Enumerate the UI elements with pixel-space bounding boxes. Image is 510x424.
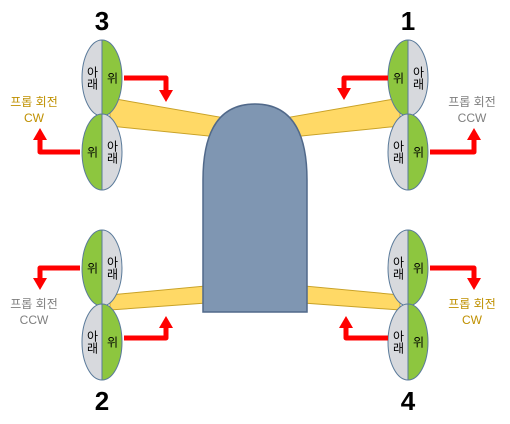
prop-label-right: 아래 [105, 256, 119, 280]
propeller-4-lower: 아래 위 [387, 303, 429, 381]
arrow-2-upper-head-icon [33, 278, 47, 290]
rotor-number-3: 3 [95, 6, 109, 36]
rotation-label-3: 프롭 회전 [10, 95, 58, 109]
arrow-4-upper-head-icon [467, 278, 481, 290]
arrow-1-lower-head-icon [467, 128, 481, 140]
arrow-4-lower-head-icon [339, 316, 353, 328]
rotation-dir-2: CCW [20, 313, 49, 327]
rotor-4: 아래 위 아래 위 4 프롭 회전 CW [387, 229, 496, 416]
rotation-dir-1: CCW [458, 111, 487, 125]
prop-label-left: 아래 [391, 256, 405, 280]
arrow-2-upper [37, 265, 80, 280]
rotor-1: 위 아래 아래 위 1 프롭 회전 CCW [387, 6, 496, 191]
rotor-3: 아래 위 위 아래 3 프롭 회전 CW [10, 6, 123, 191]
prop-label-left: 아래 [391, 140, 405, 164]
rotor-2: 위 아래 아래 위 2 프롭 회전 CCW [10, 229, 123, 416]
rotor-number-1: 1 [401, 6, 415, 36]
drone-body [202, 103, 308, 313]
arrow-3-upper-head-icon [159, 90, 173, 102]
propeller-1-upper: 위 아래 [387, 39, 429, 117]
propeller-2-lower: 아래 위 [81, 303, 123, 381]
propeller-3-lower: 위 아래 [81, 113, 123, 191]
rotor-number-2: 2 [95, 386, 109, 416]
prop-label-right: 위 [411, 146, 425, 158]
rotation-dir-4: CW [462, 313, 483, 327]
prop-label-right: 위 [411, 262, 425, 274]
rotation-label-4: 프롭 회전 [448, 297, 496, 311]
propeller-2-upper: 위 아래 [81, 229, 123, 307]
prop-label-right: 아래 [411, 66, 425, 90]
propeller-3-upper: 아래 위 [81, 39, 123, 117]
prop-label-left: 아래 [85, 330, 99, 354]
rotation-arrows [33, 75, 481, 341]
prop-label-left: 위 [85, 146, 99, 158]
rotor-number-4: 4 [401, 386, 416, 416]
prop-label-left: 아래 [391, 330, 405, 354]
arrow-4-lower [343, 326, 388, 341]
propeller-1-lower: 아래 위 [387, 113, 429, 191]
arrow-1-upper-head-icon [337, 88, 351, 100]
arrow-1-upper [341, 75, 388, 90]
prop-label-left: 위 [391, 72, 405, 84]
prop-label-right: 위 [411, 336, 425, 348]
prop-label-left: 위 [85, 262, 99, 274]
arrow-3-lower-head-icon [33, 128, 47, 140]
arrow-1-lower [430, 138, 477, 155]
prop-label-left: 아래 [85, 66, 99, 90]
arrow-2-lower-head-icon [159, 316, 173, 328]
prop-label-right: 위 [105, 336, 119, 348]
prop-label-right: 아래 [105, 140, 119, 164]
rotation-label-1: 프롭 회전 [448, 95, 496, 109]
arrow-3-upper [124, 75, 169, 92]
arrow-2-lower [124, 326, 169, 341]
arrow-3-lower [37, 138, 80, 155]
propeller-4-upper: 아래 위 [387, 229, 429, 307]
arrow-4-upper [430, 265, 477, 280]
prop-label-right: 위 [105, 72, 119, 84]
rotation-label-2: 프롭 회전 [10, 297, 58, 311]
rotation-dir-3: CW [24, 111, 45, 125]
